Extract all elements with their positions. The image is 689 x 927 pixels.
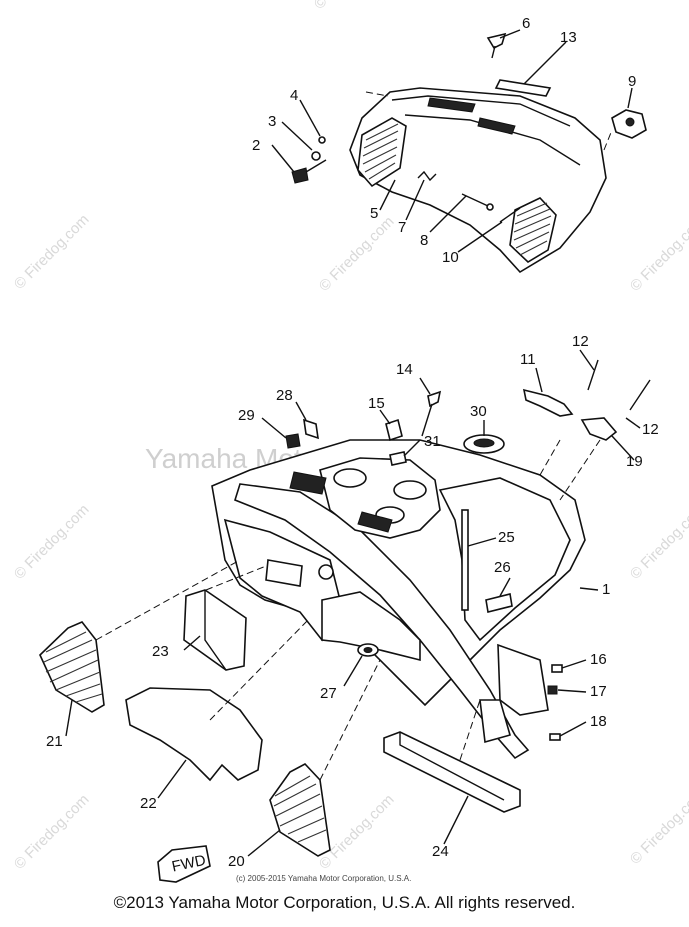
callout-31: 31 (424, 433, 441, 450)
callout-22: 22 (140, 795, 157, 812)
part-grille-20 (269, 763, 331, 857)
part-bolt-2 (291, 167, 309, 184)
upper-cover-assembly (271, 29, 647, 274)
callout-28: 28 (276, 387, 293, 404)
callout-16: 16 (590, 651, 607, 668)
fwd-arrow (157, 845, 211, 883)
watermark-site: © Firedog.com (316, 213, 398, 295)
callout-10: 10 (442, 249, 459, 266)
part-grille-21-slats (43, 631, 103, 703)
hood-lower-flap (479, 699, 511, 744)
callout-14: 14 (396, 361, 413, 378)
part-grille-20-slats (273, 775, 327, 843)
part-grille-21 (39, 621, 105, 713)
part-fastener-18 (549, 733, 561, 741)
callout-23: 23 (152, 643, 169, 660)
part-washer-3 (311, 151, 321, 161)
part-fastener-16 (551, 664, 563, 673)
part-hinge-11 (522, 388, 574, 417)
part-bracket-28 (303, 418, 319, 440)
part-pin-12 (587, 359, 599, 391)
part-plate-22 (125, 687, 263, 782)
watermark-site: © Firedog.com (627, 501, 689, 583)
part-pin-8 (461, 193, 489, 207)
part-clamp-9-hole (625, 117, 635, 127)
part-decal-13 (494, 79, 552, 97)
fwd-label: FWD (170, 852, 207, 876)
callout-13: 13 (560, 29, 577, 46)
part-bolt-14 (427, 390, 442, 408)
console-gauge-hole (333, 468, 367, 488)
part-nut-31 (389, 451, 407, 466)
part-cap-30-center (473, 438, 495, 448)
callout-2: 2 (252, 137, 260, 154)
watermark-site: © Firedog.com (11, 501, 93, 583)
callout-6: 6 (522, 15, 530, 32)
upper-left-vent-slats (362, 123, 399, 180)
watermark-site: © Firedog.com (11, 211, 93, 293)
callout-17: 17 (590, 683, 607, 700)
part-clip-15 (385, 418, 403, 442)
part-nut-4 (318, 136, 326, 144)
callout-5: 5 (370, 205, 378, 222)
hood-decal (357, 511, 393, 533)
hood-inner-opening (438, 477, 571, 642)
callout-12a: 12 (572, 333, 589, 350)
upper-right-vent-slats (513, 202, 552, 256)
callout-29: 29 (238, 407, 255, 424)
part-26 (485, 593, 513, 613)
callout-7: 7 (398, 219, 406, 236)
upper-cover-nameplate (477, 117, 516, 135)
callout-20: 20 (228, 853, 245, 870)
lower-hood-assembly: FWD (39, 349, 651, 883)
hood-lower-bracket (321, 591, 421, 662)
part-clip-7 (417, 170, 437, 182)
fine-print-copyright: (c) 2005-2015 Yamaha Motor Corporation, … (236, 874, 411, 883)
hood-decal (289, 471, 327, 495)
watermark-site: © Firedog.com (11, 791, 93, 873)
part-screw-6 (486, 32, 507, 50)
callout-26: 26 (494, 559, 511, 576)
hood-side-vent (265, 559, 303, 587)
callout-1: 1 (602, 581, 610, 598)
part-grommet-27-hole (363, 647, 373, 653)
upper-cover-nameplate (427, 97, 476, 113)
watermark-site: © Firedog.com (627, 786, 689, 868)
callout-21: 21 (46, 733, 63, 750)
watermark-site: © Firedog.com (311, 0, 393, 13)
callout-25: 25 (498, 529, 515, 546)
callout-labels: 1 2 3 4 5 6 7 8 9 10 11 12 12 13 14 15 1… (46, 15, 659, 870)
callout-15: 15 (368, 395, 385, 412)
part-pin-12 (629, 379, 651, 411)
callout-27: 27 (320, 685, 337, 702)
part-nut-29 (285, 433, 301, 449)
part-pin-8-head (486, 203, 494, 211)
upper-cover-shell (349, 87, 607, 274)
callout-24: 24 (432, 843, 449, 860)
hood-emblem-circle (318, 564, 334, 580)
callout-18: 18 (590, 713, 607, 730)
part-pad-23 (183, 589, 247, 671)
callout-19: 19 (626, 453, 643, 470)
console-gauge-hole (393, 480, 427, 500)
callout-8: 8 (420, 232, 428, 249)
callout-4: 4 (290, 87, 298, 104)
part-rod-25 (461, 509, 469, 611)
callout-12b: 12 (642, 421, 659, 438)
part-fastener-17 (547, 685, 558, 695)
callout-30: 30 (470, 403, 487, 420)
part-hinge-19 (580, 417, 618, 441)
watermark-site: © Firedog.com (627, 213, 689, 295)
footer-copyright: ©2013 Yamaha Motor Corporation, U.S.A. A… (113, 893, 576, 912)
callout-3: 3 (268, 113, 276, 130)
callout-9: 9 (628, 73, 636, 90)
hood-right-bracket (497, 643, 549, 716)
callout-11: 11 (520, 351, 536, 368)
part-rod-10 (499, 207, 521, 223)
